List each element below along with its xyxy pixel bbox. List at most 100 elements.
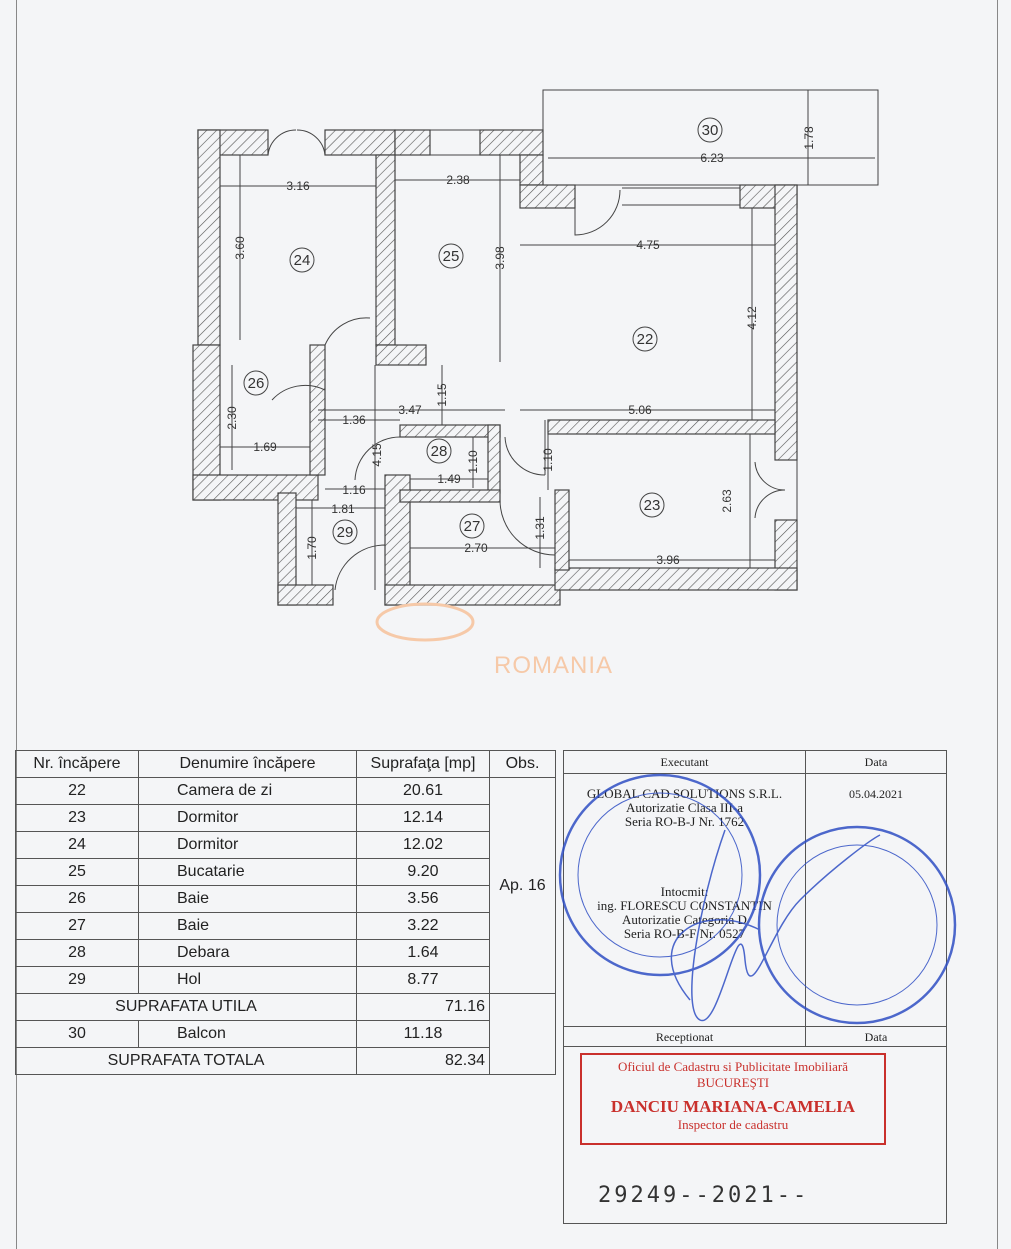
table-header: Nr. încăpere Denumire încăpere Suprafaţa… [15, 750, 556, 778]
receptionat-label: Receptionat [655, 1030, 714, 1044]
dimension: 2.63 [720, 489, 734, 513]
room-number: 29 [337, 524, 354, 541]
cell: Baie [138, 885, 357, 913]
dimension: 1.16 [342, 483, 366, 497]
rooms-table: Nr. încăpere Denumire încăpere Suprafaţa… [15, 750, 556, 1075]
cell: 71.16 [356, 993, 490, 1021]
dimension: 1.69 [253, 440, 277, 454]
cell: Balcon [138, 1020, 357, 1048]
room-number: 30 [702, 122, 719, 139]
dimension: 3.60 [233, 236, 247, 260]
dimension: 3.47 [398, 403, 422, 417]
room-number: 23 [644, 497, 661, 514]
room-number: 26 [248, 375, 265, 392]
divider [564, 1026, 946, 1027]
floor-plan: 30 24 25 22 26 28 23 27 29 6.23 1.78 3.1… [192, 89, 879, 642]
cell: 12.02 [356, 831, 490, 859]
date: 05.04.2021 [849, 787, 903, 801]
cell: SUPRAFATA UTILA [15, 993, 357, 1021]
series: Seria RO-B-F Nr. 0527 [623, 926, 746, 941]
divider [564, 773, 946, 774]
executant-details: GLOBAL CAD SOLUTIONS S.R.L. Autorizatie … [564, 787, 805, 941]
dimension: 2.30 [225, 406, 239, 430]
cell: Debara [138, 939, 357, 967]
cell [489, 993, 556, 1075]
header-cell: Obs. [489, 750, 556, 778]
cell: 1.64 [356, 939, 490, 967]
cell: 22 [15, 777, 139, 805]
red-stamp: Oficiul de Cadastru si Publicitate Imobi… [580, 1053, 886, 1145]
dimension: 1.78 [802, 126, 816, 150]
cell: 3.56 [356, 885, 490, 913]
dimension: 1.49 [437, 472, 461, 486]
cell: Dormitor [138, 831, 357, 859]
cell: 25 [15, 858, 139, 886]
dimension: 3.16 [286, 179, 310, 193]
room-labels [243, 117, 723, 545]
dimension: 1.70 [305, 536, 319, 560]
dimension: 1.15 [435, 383, 449, 407]
executant-label: Executant [660, 755, 709, 769]
cell: 11.18 [356, 1020, 490, 1048]
room-number: 24 [294, 252, 311, 269]
engineer-name: ing. FLORESCU CONSTANTIN [597, 898, 772, 913]
signature-box: Executant Data 05.04.2021 GLOBAL CAD SOL… [563, 750, 947, 1224]
room-number: 25 [443, 248, 460, 265]
registration-number: 29249--2021-- [598, 1183, 810, 1208]
stamp-line: Oficiul de Cadastru si Publicitate Imobi… [618, 1059, 848, 1074]
stamp-line: Inspector de cadastru [677, 1117, 789, 1132]
header-cell: Denumire încăpere [138, 750, 357, 778]
cell: SUPRAFATA TOTALA [15, 1047, 357, 1075]
room-number: 27 [464, 518, 481, 535]
cell: 26 [15, 885, 139, 913]
cell: 9.20 [356, 858, 490, 886]
cell: Bucatarie [138, 858, 357, 886]
cell: 82.34 [356, 1047, 490, 1075]
cell: Baie [138, 912, 357, 940]
cell: Hol [138, 966, 357, 994]
dimension: 3.98 [493, 246, 507, 270]
dimension: 4.12 [745, 306, 759, 330]
dimension: 3.96 [656, 553, 680, 567]
divider [564, 1046, 946, 1047]
prepared-by-label: Intocmit: [660, 884, 709, 899]
cell: 3.22 [356, 912, 490, 940]
walls [192, 129, 798, 606]
company-name: GLOBAL CAD SOLUTIONS S.R.L. [586, 786, 783, 801]
dimension: 2.70 [464, 541, 488, 555]
watermark: ROMANIA [494, 652, 614, 679]
cell: 29 [15, 966, 139, 994]
dimension: 1.10 [541, 448, 555, 472]
dimension: 2.38 [446, 173, 470, 187]
cell: 8.77 [356, 966, 490, 994]
cell: 12.14 [356, 804, 490, 832]
dimension: 4.15 [370, 443, 384, 467]
room-number: 22 [637, 331, 654, 348]
header-cell: Suprafaţa [mp] [356, 750, 490, 778]
stamp-line: DANCIU MARIANA-CAMELIA [610, 1097, 856, 1116]
cell: 27 [15, 912, 139, 940]
cell: 30 [15, 1020, 139, 1048]
cell: 23 [15, 804, 139, 832]
authorization: Autorizatie Clasa III-a [626, 800, 743, 815]
data-label: Data [864, 1030, 888, 1044]
balcony-and-doors [267, 89, 879, 591]
header-cell: Nr. încăpere [15, 750, 139, 778]
cell: 28 [15, 939, 139, 967]
stamp-line: BUCUREŞTI [696, 1075, 770, 1090]
dimension: 1.31 [533, 516, 547, 540]
cell: 24 [15, 831, 139, 859]
cell: 20.61 [356, 777, 490, 805]
room-number: 28 [431, 443, 448, 460]
dimension: 1.36 [342, 413, 366, 427]
